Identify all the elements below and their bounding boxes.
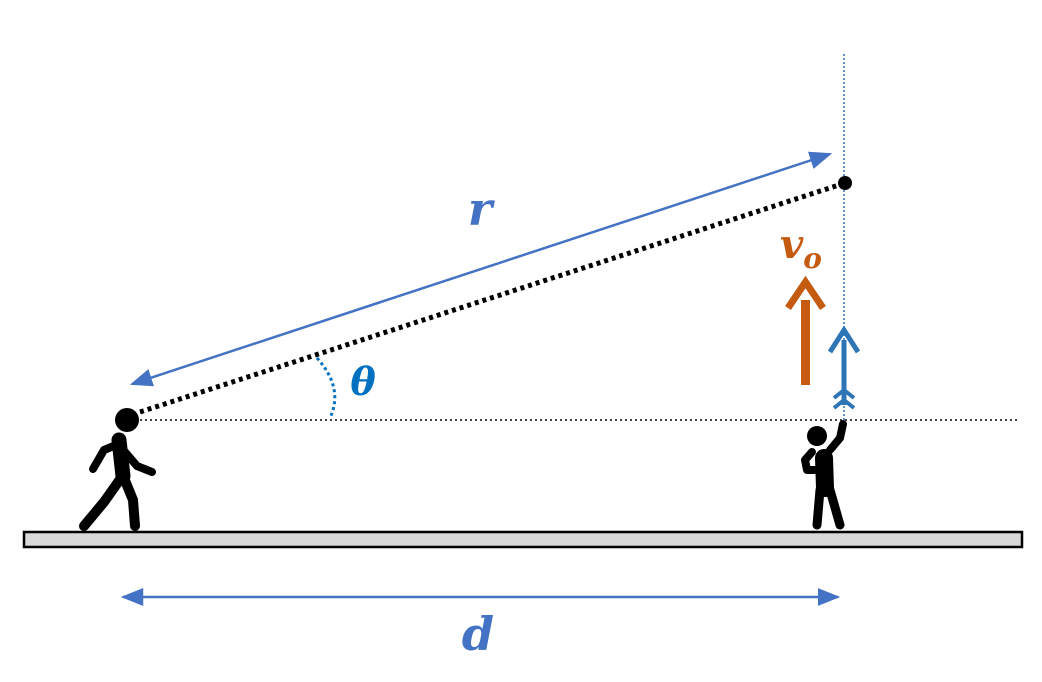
projectile-point — [838, 176, 852, 190]
r-dimension-arrow — [129, 151, 833, 387]
ground — [22, 530, 1024, 549]
velocity-label-main: v — [780, 221, 804, 268]
velocity-label: vo — [780, 221, 822, 275]
r-label: r — [468, 182, 496, 236]
walking-person-icon — [79, 408, 156, 531]
angle-arc — [315, 356, 337, 419]
theta-label: θ — [350, 359, 376, 404]
velocity-arrow — [785, 275, 826, 385]
person-shooting-arrow-icon — [801, 420, 847, 530]
projectile-arrow — [827, 325, 861, 410]
d-label: d — [462, 607, 494, 661]
line-of-sight — [139, 180, 846, 415]
velocity-label-subscript: o — [803, 242, 822, 275]
